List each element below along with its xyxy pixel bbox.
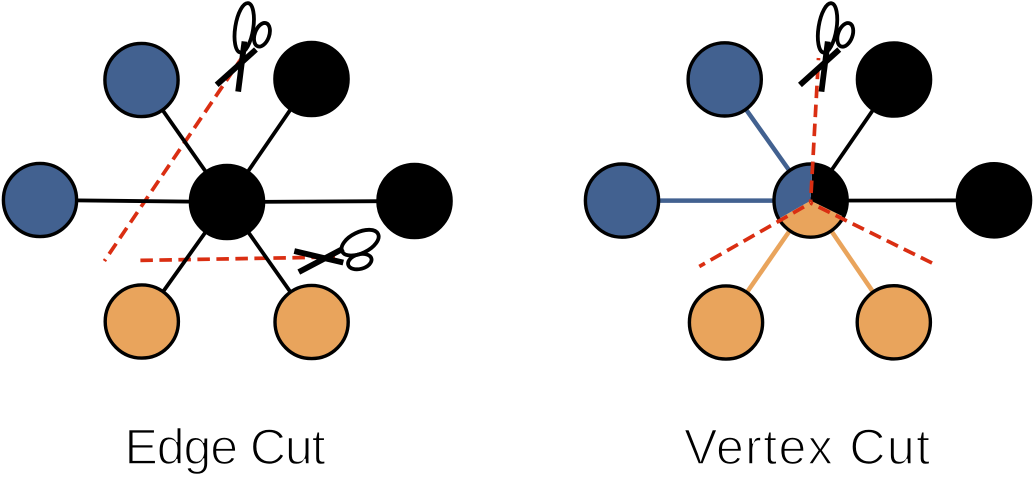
- svg-text:Edge Cut: Edge Cut: [125, 419, 326, 475]
- svg-text:Vertex Cut: Vertex Cut: [684, 419, 930, 475]
